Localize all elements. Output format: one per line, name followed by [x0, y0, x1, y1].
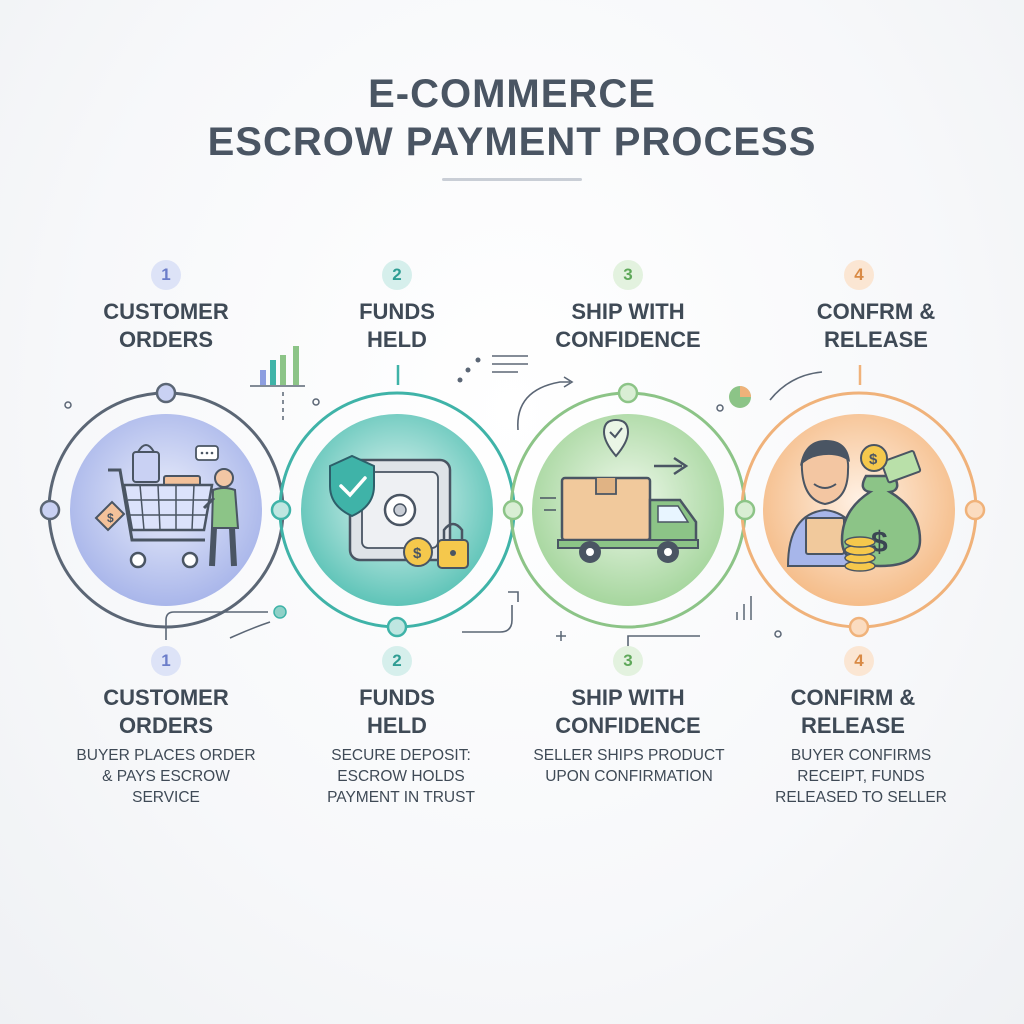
step-1-heading-top-line-2: ORDERS: [118, 327, 214, 352]
speed-lines-icon: [492, 355, 528, 373]
mini-signal-icon: [736, 596, 752, 620]
step-3-number-top: 3: [613, 260, 643, 290]
delivery-truck-icon: [540, 418, 699, 563]
coin-dollar-sign-2: $: [869, 451, 878, 468]
step-2-description-line-3: PAYMENT IN TRUST: [327, 789, 475, 806]
step-1-heading-top: CUSTOMER ORDERS: [56, 298, 276, 354]
title-divider: [442, 178, 582, 181]
step-1-heading-bottom-line-1: CUSTOMER: [103, 685, 229, 710]
step-4-heading-top: CONFRM & RELEASE: [766, 298, 986, 354]
step-3-description-line-1: SELLER SHIPS PRODUCT: [533, 747, 725, 764]
step-4-number-top: 4: [844, 260, 874, 290]
shopping-cart-icon: $: [94, 444, 240, 569]
step-1-number-top: 1: [151, 260, 181, 290]
safe-shield-icon: $: [329, 454, 469, 569]
step-2-heading-bottom: FUNDS HELD: [287, 684, 507, 740]
step-3-description: SELLER SHIPS PRODUCT UPON CONFIRMATION: [514, 745, 744, 787]
money-bag-icon: $ $: [786, 440, 922, 572]
step-1-heading-top-line-1: CUSTOMER: [103, 299, 229, 324]
step-2-description-line-1: SECURE DEPOSIT:: [331, 747, 471, 764]
step-1-number-bottom: 1: [151, 646, 181, 676]
step-2-heading-top-line-1: FUNDS: [359, 299, 435, 324]
coin-dollar-sign: $: [413, 545, 422, 562]
step-4-number-bottom: 4: [844, 646, 874, 676]
step-4-description-line-1: BUYER CONFIRMS: [790, 747, 932, 764]
page-title-line-2: ESCROW PAYMENT PROCESS: [207, 120, 817, 164]
step-3-heading-top-line-1: SHIP WITH: [571, 299, 685, 324]
step-3-heading-top: SHIP WITH CONFIDENCE: [518, 298, 738, 354]
step-2-heading-bottom-line-2: HELD: [367, 713, 427, 738]
sparkle-plus-icon: [556, 631, 566, 641]
mini-bar-chart-icon: [250, 346, 305, 420]
step-3-heading-bottom: SHIP WITH CONFIDENCE: [518, 684, 738, 740]
decorative-dots: [64, 357, 782, 638]
step-4-heading-bottom-line-1: CONFIRM &: [790, 685, 916, 710]
step-1-description: BUYER PLACES ORDER & PAYS ESCROW SERVICE: [51, 745, 281, 808]
step-4-description-line-2: RECEIPT, FUNDS: [797, 768, 925, 785]
step-2-number-bottom: 2: [382, 646, 412, 676]
step-3-description-line-2: UPON CONFIRMATION: [545, 768, 713, 785]
step-4-description: BUYER CONFIRMS RECEIPT, FUNDS RELEASED T…: [746, 745, 976, 808]
ring-nodes: [39, 382, 986, 638]
step-2-description-line-2: ESCROW HOLDS: [337, 768, 465, 785]
step-4-heading-top-line-1: CONFRM &: [816, 299, 936, 324]
step-1-heading-bottom: CUSTOMER ORDERS: [56, 684, 276, 740]
svg-text:$: $: [107, 511, 114, 525]
step-1-description-line-2: & PAYS ESCROW: [102, 768, 230, 785]
step-2-number-top: 2: [382, 260, 412, 290]
step-4-heading-bottom: CONFIRM & RELEASE: [743, 684, 963, 740]
step-3-heading-top-line-2: CONFIDENCE: [555, 327, 701, 352]
step-1-description-line-1: BUYER PLACES ORDER: [76, 747, 256, 764]
step-3-heading-bottom-line-1: SHIP WITH: [571, 685, 685, 710]
step-2-heading-top: FUNDS HELD: [287, 298, 507, 354]
step-4-description-line-3: RELEASED TO SELLER: [775, 789, 947, 806]
step-3-number-bottom: 3: [613, 646, 643, 676]
step-1-description-line-3: SERVICE: [132, 789, 200, 806]
step-2-heading-bottom-line-1: FUNDS: [359, 685, 435, 710]
step-4-heading-bottom-line-2: RELEASE: [801, 713, 905, 738]
step-3-heading-bottom-line-2: CONFIDENCE: [555, 713, 701, 738]
page-title-line-1: E-COMMERCE: [368, 72, 656, 116]
step-2-heading-top-line-2: HELD: [367, 327, 427, 352]
step-4-heading-top-line-2: RELEASE: [824, 327, 928, 352]
step-2-description: SECURE DEPOSIT: ESCROW HOLDS PAYMENT IN …: [286, 745, 516, 808]
mini-pie-icon: [729, 386, 751, 408]
step-1-heading-bottom-line-2: ORDERS: [118, 713, 214, 738]
